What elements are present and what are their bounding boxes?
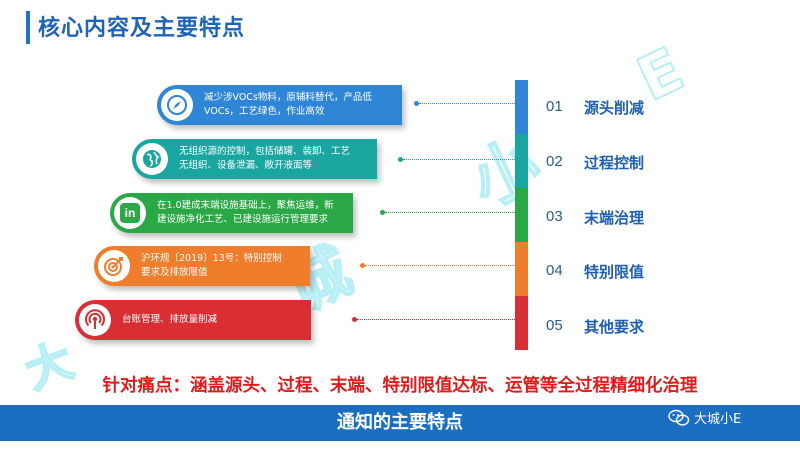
title-accent-bar bbox=[26, 11, 30, 44]
target-icon bbox=[98, 250, 130, 282]
compass-icon bbox=[161, 89, 193, 121]
item-number: 02 bbox=[546, 153, 563, 170]
feature-pill-02: 无组织源的控制，包括储罐、装卸、工艺 无组织、设备泄漏、敞开液面等 bbox=[132, 139, 377, 179]
connector-dot bbox=[414, 101, 419, 106]
item-label: 源头削减 bbox=[584, 99, 645, 117]
broadcast-icon bbox=[79, 304, 111, 336]
feature-desc-line: 无组织、设备泄漏、敞开液面等 bbox=[179, 160, 313, 171]
item-label: 末端治理 bbox=[584, 209, 645, 227]
bottom-title: 通知的主要特点 bbox=[337, 412, 463, 433]
wechat-label: 大城小E bbox=[694, 412, 742, 427]
feature-pill-04: 沪环规〔2019〕13号：特别控制 要求及排放限值 bbox=[94, 246, 310, 286]
item-number: 04 bbox=[546, 262, 563, 279]
item-number: 05 bbox=[546, 317, 563, 334]
item-label: 特别限值 bbox=[584, 263, 645, 281]
segment-05 bbox=[515, 296, 528, 350]
feature-desc-line: 无组织源的控制，包括储罐、装卸、工艺 bbox=[179, 146, 351, 157]
connector-line bbox=[365, 265, 515, 266]
item-label: 其他要求 bbox=[584, 318, 645, 336]
connector-line bbox=[385, 212, 515, 213]
painpoint-statement: 针对痛点：涵盖源头、过程、末端、特别限值达标、运管等全过程精细化治理 bbox=[102, 376, 698, 396]
item-number: 01 bbox=[546, 98, 563, 115]
feature-desc-line: 台账管理、排放量削减 bbox=[122, 314, 218, 325]
feature-desc-line: 在1.0建成末端设施基础上，聚焦运维，新 bbox=[157, 200, 334, 211]
page-title: 核心内容及主要特点 bbox=[38, 16, 246, 41]
connector-dot bbox=[380, 210, 385, 215]
feature-desc-line: 沪环规〔2019〕13号：特别控制 bbox=[141, 253, 282, 264]
feature-pill-01: 减少涉VOCs物料，原辅料替代，产品低 VOCs，工艺绿色，作业高效 bbox=[157, 85, 402, 125]
feature-desc-line: VOCs，工艺绿色，作业高效 bbox=[204, 106, 325, 117]
bottom-banner: 通知的主要特点 bbox=[0, 405, 800, 441]
feature-desc-line: 减少涉VOCs物料，原辅料替代，产品低 bbox=[204, 92, 372, 103]
linkedin-icon: in bbox=[114, 197, 146, 229]
wechat-watermark: 大城小E bbox=[668, 408, 741, 427]
connector-line bbox=[403, 159, 515, 160]
feature-pill-03: in 在1.0建成末端设施基础上，聚焦运维，新 建设施净化工艺、已建设施运行管理… bbox=[110, 193, 353, 233]
feature-desc-line: 要求及排放限值 bbox=[141, 267, 208, 278]
connector-line bbox=[419, 103, 515, 104]
segment-04 bbox=[515, 242, 528, 296]
feature-pill-05: 台账管理、排放量削减 bbox=[75, 300, 311, 340]
globe-icon bbox=[136, 143, 168, 175]
watermark-glyph: 小 bbox=[458, 123, 552, 223]
connector-dot bbox=[352, 317, 357, 322]
feature-desc-line: 建设施净化工艺、已建设施运行管理要求 bbox=[157, 214, 329, 225]
item-label: 过程控制 bbox=[584, 154, 645, 172]
connector-dot bbox=[360, 263, 365, 268]
segment-02 bbox=[515, 134, 528, 188]
segment-01 bbox=[515, 80, 528, 134]
connector-line bbox=[357, 319, 515, 320]
item-number: 03 bbox=[546, 208, 563, 225]
segment-03 bbox=[515, 188, 528, 242]
wechat-icon bbox=[668, 409, 690, 426]
connector-dot bbox=[398, 157, 403, 162]
